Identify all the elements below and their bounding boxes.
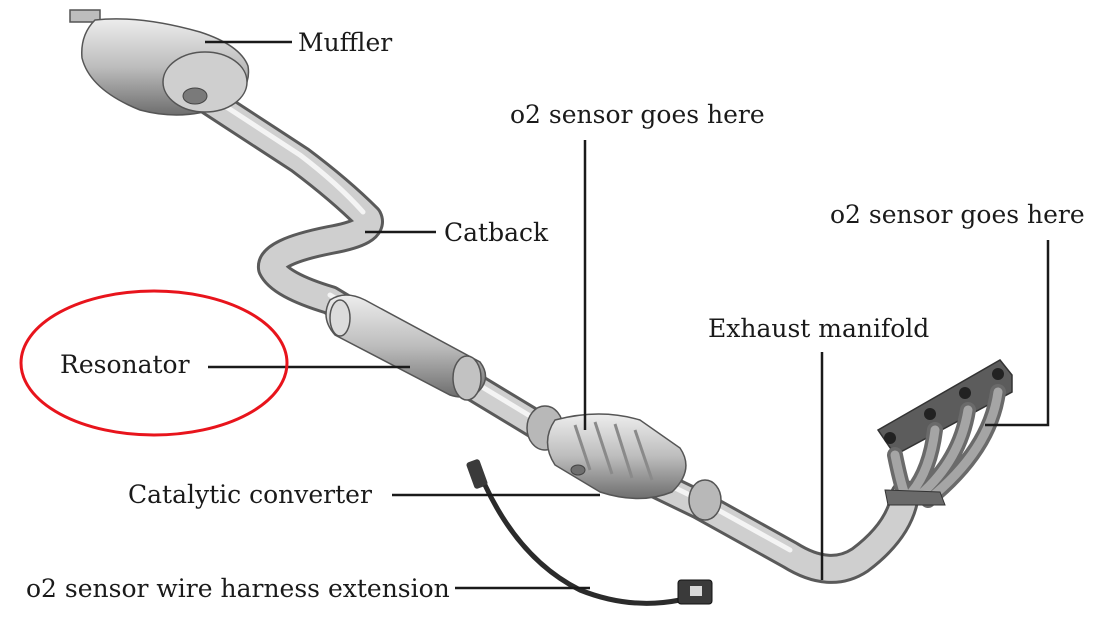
catalytic-converter-part — [526, 405, 722, 521]
wire-harness-part — [466, 459, 713, 606]
exhaust-manifold-part — [876, 359, 1013, 508]
label-exhaust-manifold: Exhaust manifold — [708, 314, 930, 343]
label-wire-harness: o2 sensor wire harness extension — [26, 574, 450, 603]
label-resonator: Resonator — [60, 350, 190, 379]
label-o2-sensor-right: o2 sensor goes here — [830, 200, 1085, 229]
muffler-part — [69, 9, 250, 116]
leader-lines — [205, 40, 1050, 590]
label-catalytic-converter: Catalytic converter — [128, 480, 372, 509]
leader-o2-right — [985, 240, 1050, 427]
label-o2-sensor-top: o2 sensor goes here — [510, 100, 765, 129]
resonator-part — [325, 294, 487, 401]
label-catback: Catback — [444, 218, 549, 247]
highlight-circle — [19, 289, 289, 437]
label-muffler: Muffler — [298, 28, 393, 57]
